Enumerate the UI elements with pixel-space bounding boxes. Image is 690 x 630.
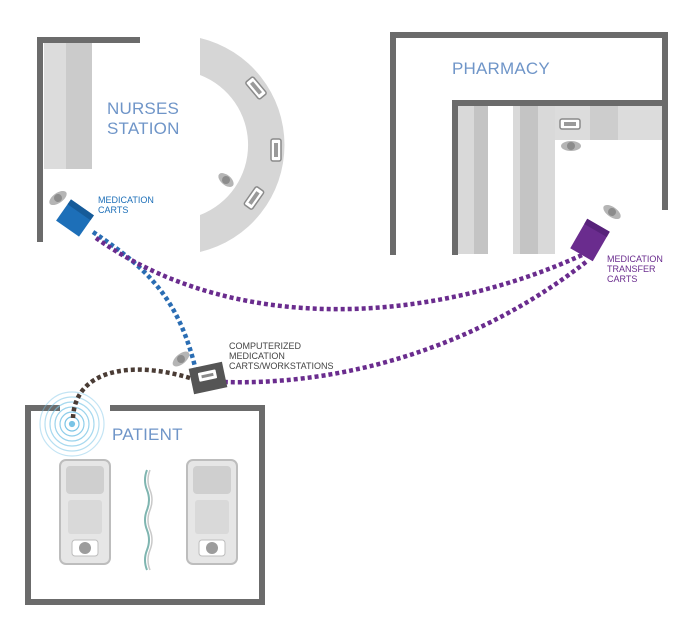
pharmacy-workstation-monitor (559, 118, 581, 130)
patient-bed (186, 459, 238, 565)
privacy-curtain-shadow (147, 469, 153, 571)
privacy-curtain (144, 469, 150, 571)
wireless-signal-icon (39, 391, 105, 457)
medication-carts-label: MEDICATION CARTS (98, 195, 154, 215)
patient-bed (59, 459, 111, 565)
pharmacy-counter-shade (590, 106, 618, 140)
patient-label: PATIENT (112, 425, 183, 444)
computerized-carts-label: COMPUTERIZED MEDICATION CARTS/WORKSTATIO… (229, 341, 334, 371)
clinician-person-icon (172, 351, 190, 367)
path-nurses-to-workstation (91, 230, 200, 376)
patient-room-wall-left (25, 405, 265, 605)
path-workstation-to-patient (70, 367, 191, 419)
workstation-monitor (245, 76, 267, 100)
pharmacy-wall (390, 32, 668, 255)
pharmacy-label: PHARMACY (452, 59, 550, 78)
workstation-monitor (243, 186, 265, 210)
medication-transfer-cart-icon (570, 204, 621, 262)
nurses-station-counter-left-edge (66, 43, 92, 169)
nurses-station-wall (37, 37, 140, 242)
path-nurses-to-pharmacy (94, 236, 583, 312)
computerized-workstation-icon (172, 351, 228, 395)
nurses-station-label: NURSES STATION (107, 99, 180, 138)
patient-room (25, 405, 265, 605)
medication-cart-icon (49, 190, 94, 237)
workstation-monitor (270, 138, 282, 162)
pharmacy-shelf-shade (520, 106, 538, 254)
medication-transfer-carts-label: MEDICATION TRANSFER CARTS (607, 254, 663, 284)
pharmacist-person-icon (561, 141, 581, 151)
pharmacy-shelf-shade (474, 106, 488, 254)
technician-person-icon (603, 204, 621, 220)
pharmacy-shelf-top (452, 100, 665, 255)
nurses-station-room (37, 37, 285, 252)
pharmacy-room (390, 32, 668, 255)
nurse-person-icon (218, 173, 234, 187)
nurse-person-icon (49, 190, 67, 206)
